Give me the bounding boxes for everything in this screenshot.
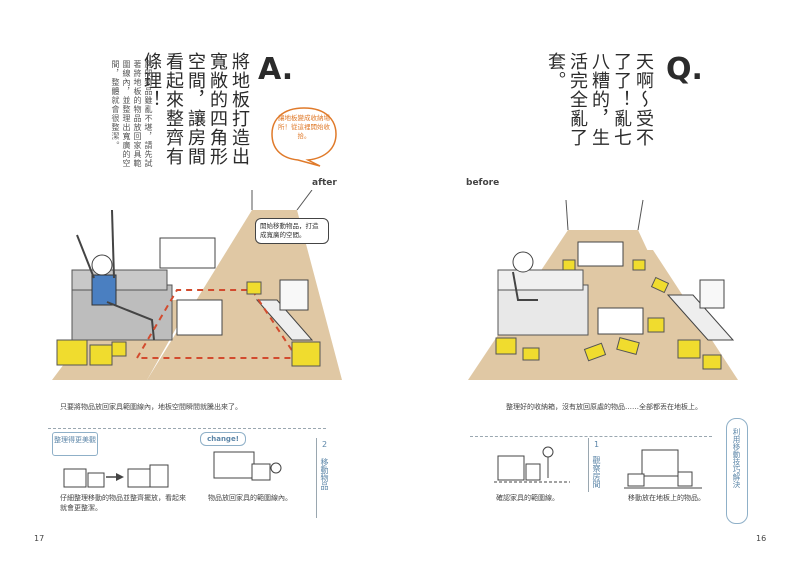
- section-divider-right: [470, 436, 712, 437]
- step-left-caption: 仔細整理移動的物品並整齊擺放，看起來就會更整潔。: [60, 494, 186, 512]
- sketch-furniture-outline: [494, 446, 570, 483]
- sketch-boxes-neat: [63, 464, 169, 488]
- step-label-border: [316, 438, 317, 518]
- right-headline: 天啊～受不了了！亂七八糟的，生活完全亂了套。: [545, 52, 654, 147]
- step-mid-caption: 物品放回家具的範圍線內。: [208, 494, 292, 502]
- question-letter: Q.: [666, 52, 703, 87]
- step-title-observe: 觀察房間: [592, 456, 601, 488]
- sketch-move-to-furniture: [213, 451, 282, 481]
- step-number-2: 2: [320, 440, 329, 449]
- change-badge: change!: [200, 432, 246, 446]
- section-divider: [48, 428, 326, 429]
- side-tab-label: 利用移動技巧解決: [732, 428, 741, 488]
- left-intro: 房間物品雖亂不堪，請先試著將地板的物品放回家具範圍線內，並整理出寬廣的空間，整體…: [111, 60, 153, 168]
- before-room-illustration: [468, 199, 738, 380]
- answer-letter: A.: [258, 52, 294, 87]
- before-label: before: [466, 178, 500, 188]
- left-page-number: 17: [34, 534, 45, 543]
- before-caption: 整理好的收納箱，沒有放回原處的物品……全部都丟在地板上。: [506, 403, 702, 411]
- left-headline: 將地板打造出寬敞的四角形空間，讓房間看起來整齊有條理！: [141, 52, 250, 166]
- speech-bubble-orange: [271, 107, 337, 167]
- after-caption: 只要將物品放回家具範圍線內，地板空間瞬間就騰出來了。: [60, 403, 242, 411]
- sketch-move-floor-items: [624, 449, 702, 489]
- step-right-left-caption: 確認家具的範圍線。: [496, 494, 559, 502]
- orange-bubble-text: 讓地板變成收納場所！從這裡開始收拾。: [278, 114, 330, 140]
- after-room-illustration: [52, 190, 342, 380]
- after-speech-bubble: 開始移動物品，打造成寬廣的空間。: [255, 218, 329, 244]
- step-tag-tidy: 整理得更美觀: [52, 432, 98, 456]
- step-title-move: 移動物品: [320, 458, 329, 490]
- step-number-1: 1: [592, 440, 601, 449]
- step-label-border-right: [588, 438, 589, 492]
- right-page-number: 16: [756, 534, 767, 543]
- step-right-mid-caption: 移動放在地板上的物品。: [628, 494, 705, 502]
- side-tab: [726, 418, 748, 524]
- after-label: after: [312, 178, 337, 188]
